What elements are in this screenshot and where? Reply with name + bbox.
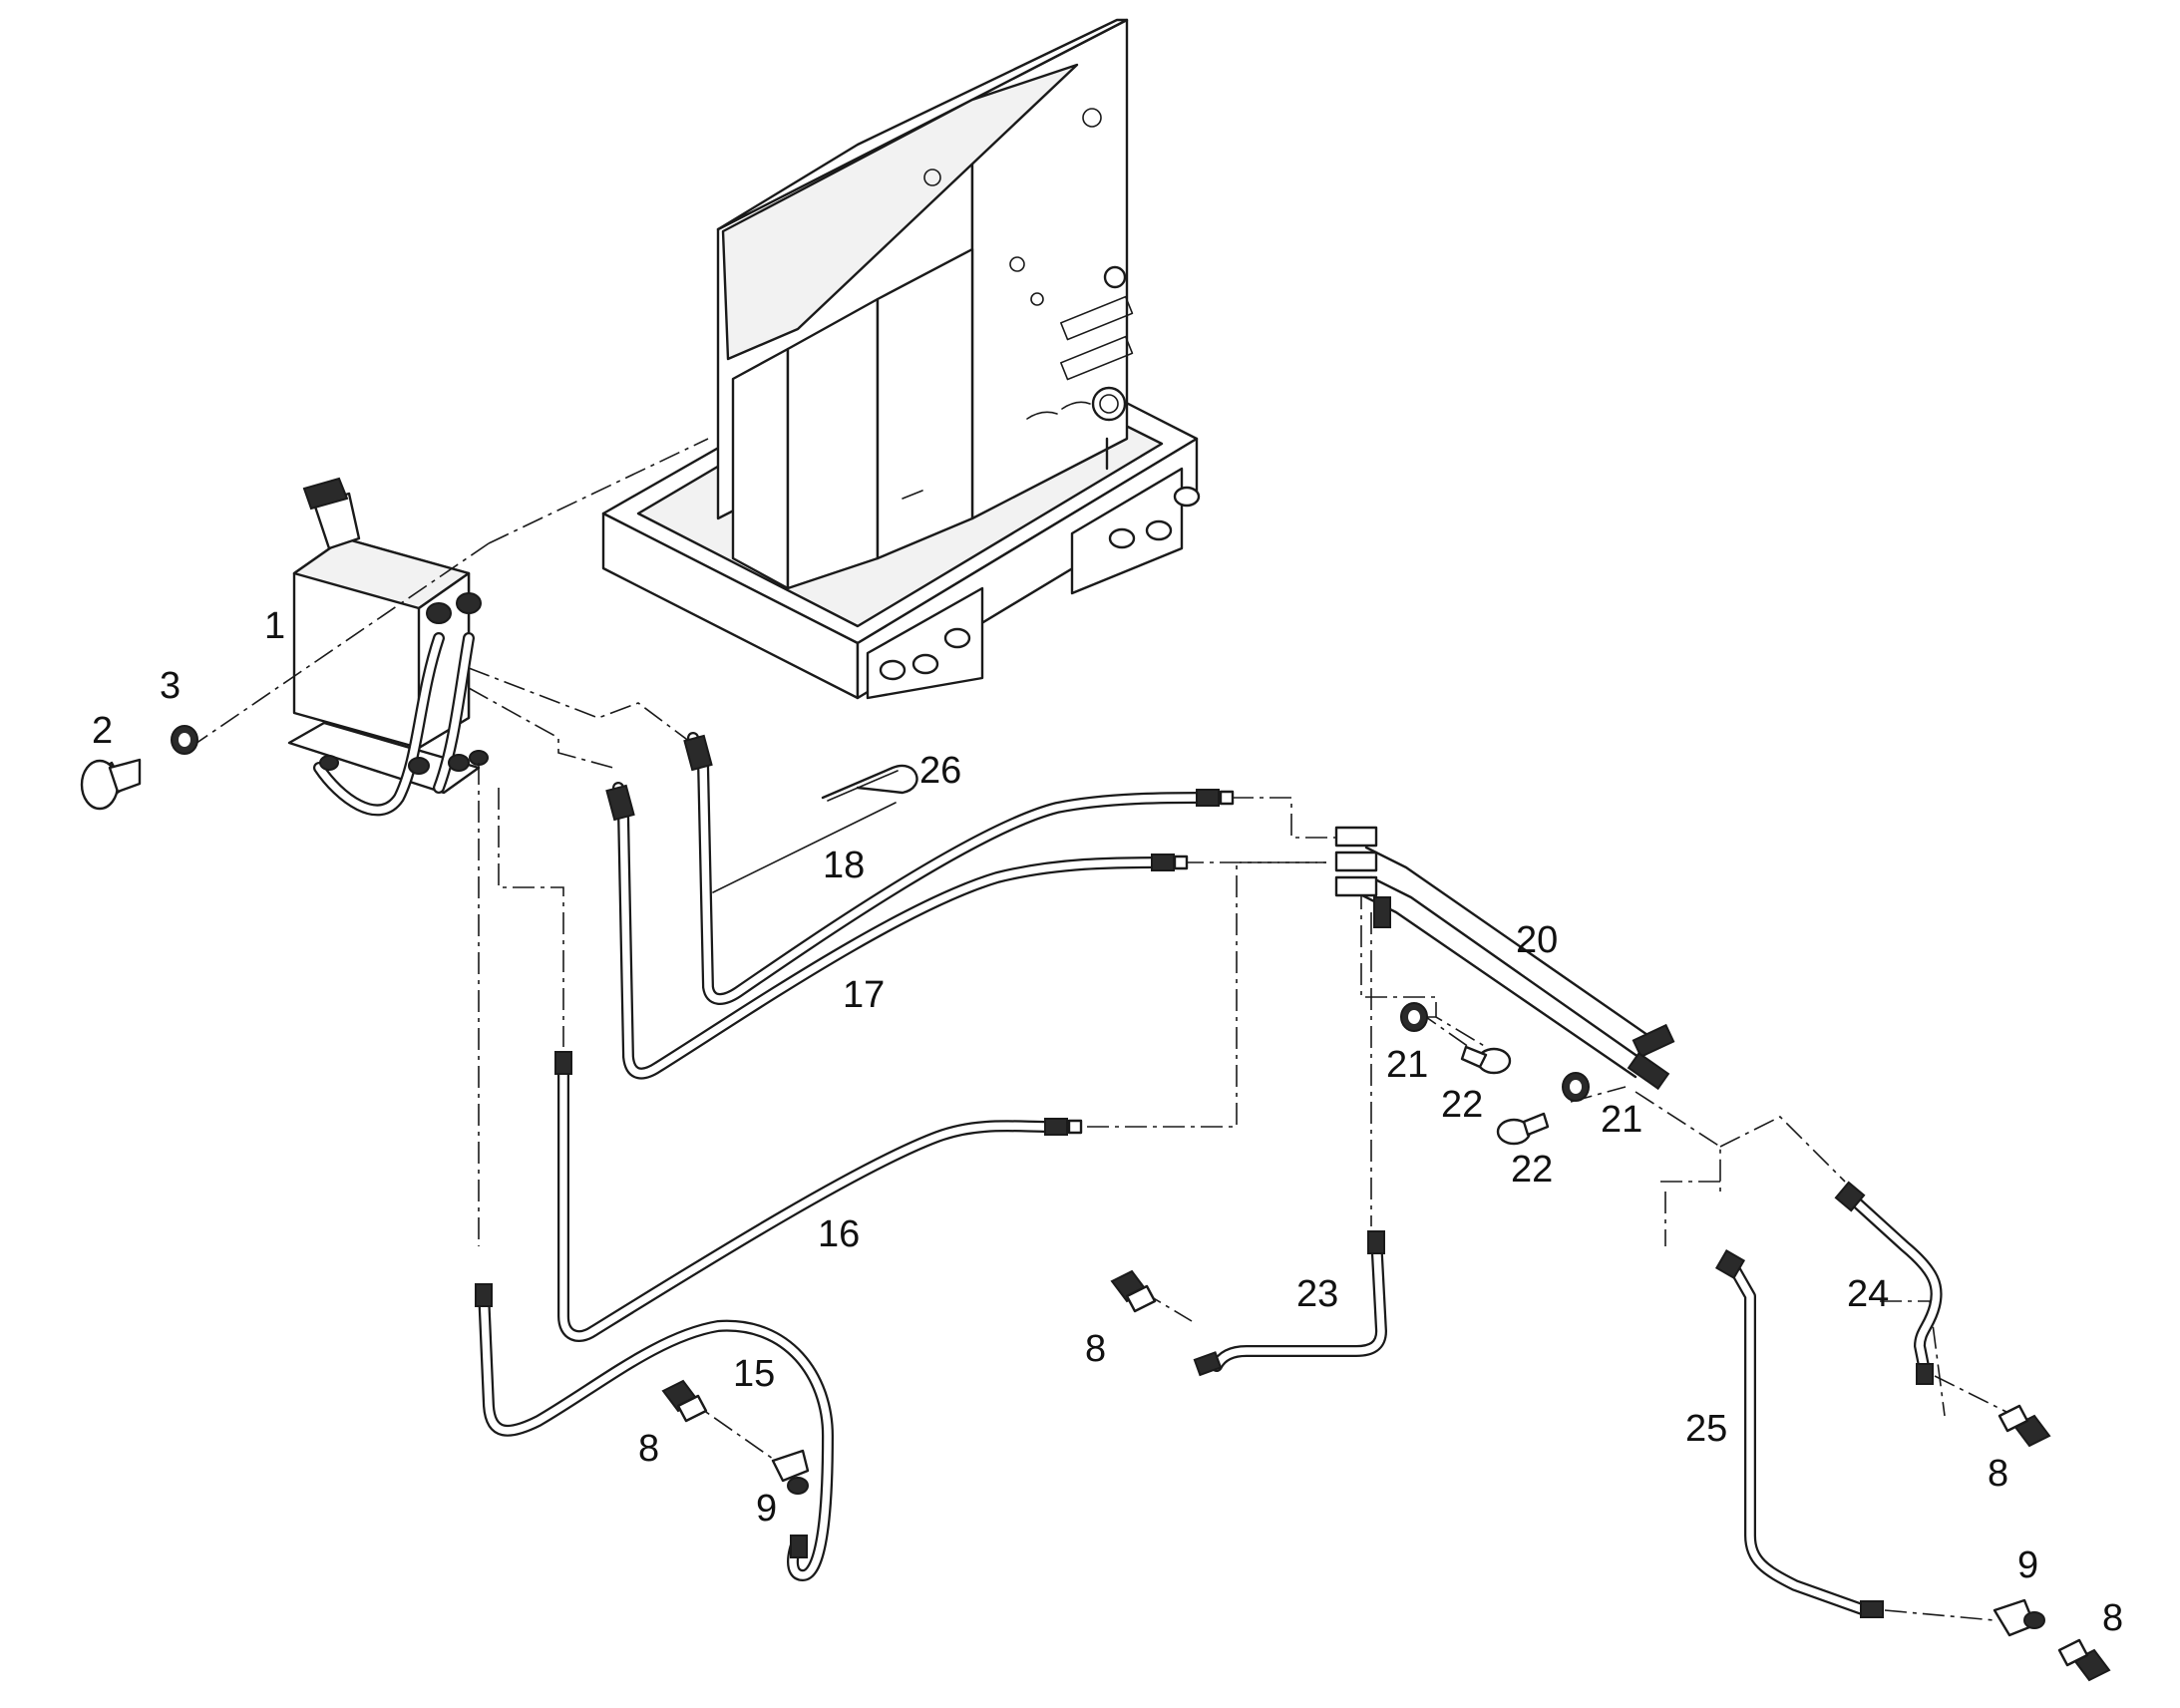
hose-item-25 xyxy=(1714,1248,1884,1618)
cable-tie-item-26 xyxy=(821,764,918,802)
hose-item-16 xyxy=(554,1051,1083,1342)
callout-21-a: 21 xyxy=(1386,1044,1428,1086)
callout-17: 17 xyxy=(843,974,885,1016)
callout-9-b: 9 xyxy=(2017,1544,2038,1586)
washer-item-3 xyxy=(171,725,198,755)
callout-8-d: 8 xyxy=(2102,1597,2123,1639)
elbow-item-9-a xyxy=(771,1449,810,1495)
callout-20: 20 xyxy=(1516,919,1558,961)
callout-2: 2 xyxy=(92,710,113,752)
hose-item-24 xyxy=(1834,1181,1943,1385)
adapter-item-8-b xyxy=(661,1379,708,1423)
adapter-item-8-d xyxy=(2057,1638,2111,1682)
callout-21-b: 21 xyxy=(1601,1099,1642,1141)
hose-item-17 xyxy=(605,782,1189,1080)
skid-bolts xyxy=(879,486,1201,681)
callout-9-a: 9 xyxy=(756,1488,777,1530)
elbow-item-9-b xyxy=(1993,1598,2045,1637)
callout-15: 15 xyxy=(733,1353,775,1395)
callout-labels: 1 2 3 26 18 17 20 21 22 21 22 16 23 8 15… xyxy=(92,605,2123,1639)
hose-item-15 xyxy=(475,1283,834,1581)
bolt-item-22-b xyxy=(1496,1112,1550,1146)
callout-24: 24 xyxy=(1847,1273,1889,1315)
callout-1: 1 xyxy=(264,605,285,647)
washer-item-21-b xyxy=(1562,1072,1590,1102)
bolt-item-2 xyxy=(80,758,142,811)
adapter-item-8-a xyxy=(1110,1269,1157,1313)
tube-assembly-item-20 xyxy=(1334,826,1675,1091)
callout-22-b: 22 xyxy=(1511,1149,1553,1191)
callout-3: 3 xyxy=(160,665,181,707)
callout-16: 16 xyxy=(818,1213,860,1255)
hose-item-18 xyxy=(683,732,1235,1005)
washer-item-21-a xyxy=(1400,1002,1428,1032)
callout-22-a: 22 xyxy=(1441,1084,1483,1126)
callout-8-c: 8 xyxy=(1988,1453,2008,1495)
callout-23: 23 xyxy=(1296,1273,1338,1315)
adapter-item-8-c xyxy=(1998,1404,2051,1448)
callout-8-a: 8 xyxy=(1085,1328,1106,1370)
callout-18: 18 xyxy=(823,845,865,886)
bolt-item-22-a xyxy=(1460,1045,1512,1075)
leader-26 xyxy=(712,802,897,893)
callout-26: 26 xyxy=(919,750,961,792)
hose-item-23 xyxy=(1193,1230,1387,1377)
machine-frame xyxy=(601,18,1201,700)
callout-8-b: 8 xyxy=(638,1428,659,1470)
callout-25: 25 xyxy=(1685,1408,1727,1450)
reservoir-tank xyxy=(287,477,489,817)
